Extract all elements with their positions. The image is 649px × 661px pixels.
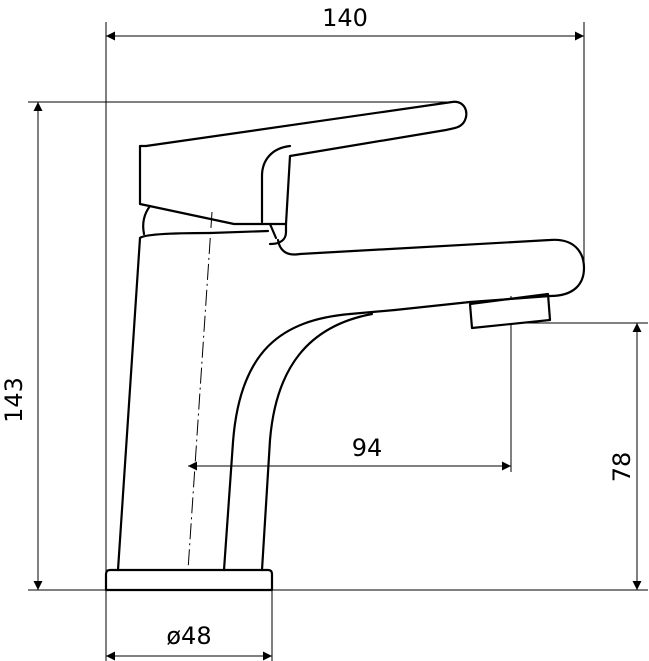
lever-inner-curve bbox=[260, 144, 292, 224]
spout-outer-curve bbox=[260, 312, 374, 572]
dimension-spout-height: 78 bbox=[510, 322, 648, 590]
spout-top-line bbox=[393, 300, 472, 312]
lever-neck bbox=[268, 222, 288, 246]
lever-handle bbox=[138, 100, 468, 226]
faucet-outline bbox=[104, 100, 586, 592]
dimension-base-diameter: ø48 bbox=[105, 590, 273, 661]
lever-lower-arm bbox=[276, 238, 586, 304]
body-top-right bbox=[208, 229, 270, 235]
dimension-label-base: ø48 bbox=[166, 622, 211, 650]
spout-inner-curve bbox=[222, 308, 397, 572]
body-center-line bbox=[187, 211, 213, 571]
lever-joint bbox=[268, 222, 278, 240]
lever-cap-curve bbox=[142, 204, 152, 236]
dimension-width: 140 bbox=[105, 4, 585, 590]
body-left-edge bbox=[116, 236, 142, 572]
base-plate bbox=[104, 568, 274, 592]
dimension-height: 143 bbox=[0, 101, 648, 591]
body-top-left bbox=[138, 231, 212, 240]
dimension-label-width: 140 bbox=[322, 4, 368, 32]
dimension-label-spout-height: 78 bbox=[608, 452, 636, 483]
dimension-reach: 94 bbox=[188, 296, 512, 472]
dimension-label-reach: 94 bbox=[352, 434, 383, 462]
dimension-label-height: 143 bbox=[0, 377, 28, 423]
